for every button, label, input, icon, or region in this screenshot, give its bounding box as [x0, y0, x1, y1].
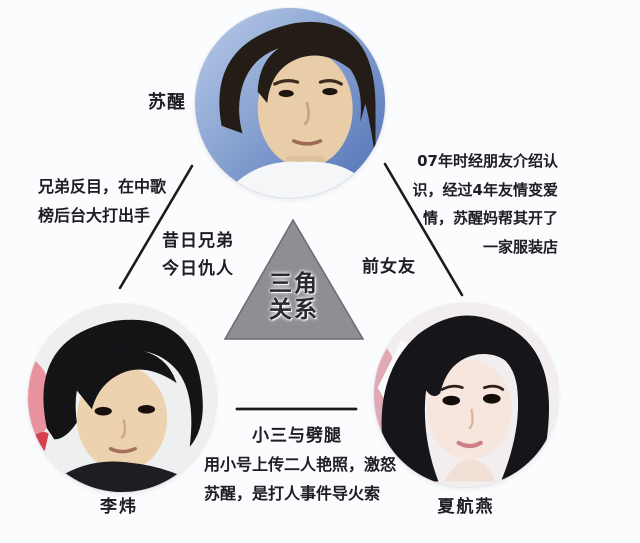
li-wei-avatar	[28, 304, 216, 492]
su-xia-note: 07年时经朋友介绍认 识，经过4年友情变爱 情，苏醒妈帮其开了 一家服装店	[412, 152, 558, 256]
li-wei-name-label: 李炜	[100, 497, 138, 517]
su-xing-portrait-icon	[195, 8, 385, 198]
su-xia-edge-label: 前女友	[362, 257, 416, 277]
xia-hangyan-portrait-icon	[374, 303, 558, 487]
li-xia-note: 用小号上传二人艳照，激怒 苏醒，是打人事件导火索	[204, 455, 397, 503]
su-xing-avatar	[195, 8, 385, 198]
li-wei-portrait-icon	[28, 304, 216, 492]
su-xing-name-label: 苏醒	[148, 92, 186, 113]
xia-hangyan-avatar	[374, 303, 558, 487]
triangle-shape: 三角 关系	[221, 215, 367, 343]
triangle-icon	[223, 218, 365, 340]
su-li-note: 兄弟反目，在中歌 榜后台大打出手	[38, 177, 167, 225]
triangle-label: 三角 关系	[269, 271, 319, 323]
su-li-edge-label: 昔日兄弟 今日仇人	[162, 231, 234, 279]
xia-hangyan-name-label: 夏航燕	[437, 497, 495, 517]
li-xia-edge-label: 小三与劈腿	[252, 426, 342, 446]
